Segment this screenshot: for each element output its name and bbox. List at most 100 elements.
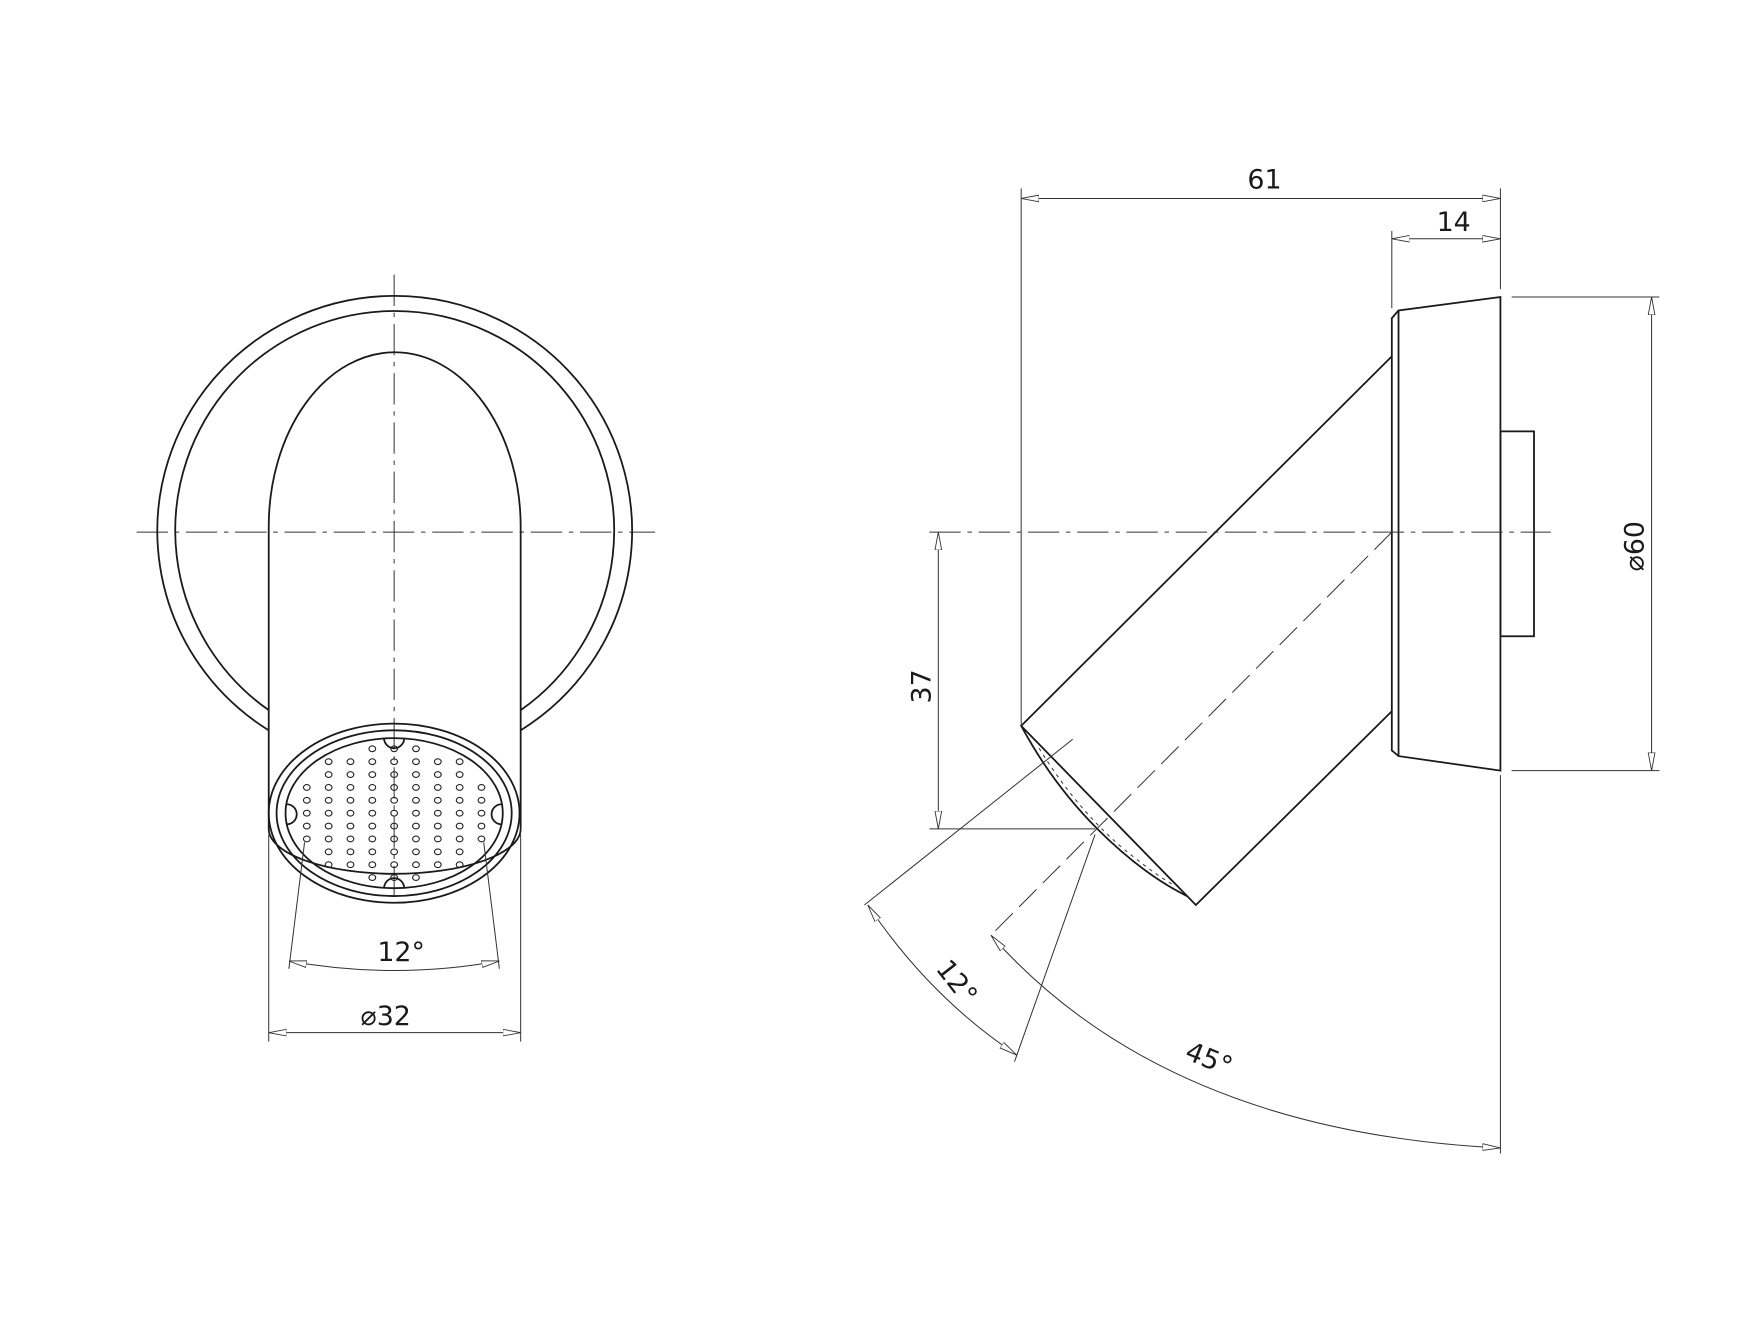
spray-hole [390, 861, 399, 869]
spray-hole [412, 758, 420, 766]
spray-hole [368, 783, 377, 791]
spray-hole [477, 822, 486, 830]
shower-arm-side [1019, 355, 1393, 907]
spray-hole [412, 745, 420, 753]
spray-hole [477, 783, 486, 791]
spray-hole [324, 848, 333, 856]
spray-hole [368, 758, 377, 766]
spray-hole [455, 861, 464, 869]
spray-hole [368, 809, 377, 817]
spray-hole [346, 861, 355, 869]
arm-angle-label: 45° [1181, 1036, 1237, 1083]
spray-hole [433, 861, 442, 869]
spray-hole [390, 848, 399, 856]
spray-hole [455, 758, 464, 766]
spray-hole [455, 796, 464, 804]
spray-hole [368, 771, 377, 779]
spray-hole [477, 796, 486, 804]
spray-hole [412, 874, 420, 882]
spray-hole [346, 809, 355, 817]
spray-hole [324, 861, 333, 869]
spray-hole [390, 822, 399, 830]
spray-hole [455, 783, 464, 791]
spray-hole [324, 796, 333, 804]
spray-hole [455, 771, 464, 779]
arm-axis-line [990, 531, 1393, 936]
nozzle-holes-side [1038, 747, 1174, 886]
spray-hole [368, 874, 377, 882]
spray-hole [390, 874, 399, 882]
spray-hole [412, 848, 420, 856]
spray-hole [368, 861, 377, 869]
spray-hole [477, 835, 486, 843]
spray-hole [390, 796, 399, 804]
flange-diameter-label: ⌀60 [1620, 521, 1651, 571]
spray-hole [390, 783, 399, 791]
spray-hole [412, 835, 420, 843]
spray-hole [368, 745, 377, 753]
spray-hole [477, 809, 486, 817]
front-diameter-label: ⌀32 [361, 1001, 411, 1032]
spray-hole [324, 835, 333, 843]
spray-hole [324, 783, 333, 791]
outlet-drop-label: 37 [906, 669, 937, 703]
spray-hole [324, 758, 333, 766]
spray-hole [412, 861, 420, 869]
spray-hole [346, 796, 355, 804]
spray-hole [412, 771, 420, 779]
spray-hole [433, 822, 442, 830]
spray-hole [433, 796, 442, 804]
spray-hole [433, 783, 442, 791]
spray-hole [412, 809, 420, 817]
spray-hole [455, 835, 464, 843]
spray-hole [368, 796, 377, 804]
mounting-boss [1499, 430, 1535, 638]
spray-hole [412, 783, 420, 791]
spray-hole [302, 835, 311, 843]
wall-flange-outer-ring [156, 294, 633, 732]
spray-hole [390, 835, 399, 843]
spray-hole [390, 809, 399, 817]
side-view: 61 14 ⌀60 37 12° 45° [864, 164, 1660, 1154]
spray-hole [455, 848, 464, 856]
shower-arm [267, 351, 522, 829]
front-spray-angle-label: 12° [377, 937, 425, 968]
spray-hole [412, 822, 420, 830]
spray-hole [324, 822, 333, 830]
side-spray-angle-label: 12° [929, 954, 983, 1011]
spray-hole [390, 771, 399, 779]
spray-hole [346, 848, 355, 856]
spray-hole [346, 835, 355, 843]
spray-hole [433, 848, 442, 856]
spray-hole [302, 783, 311, 791]
flange-depth-label: 14 [1437, 207, 1471, 238]
spray-hole [302, 809, 311, 817]
spray-holes [302, 745, 486, 882]
spray-hole [346, 822, 355, 830]
wall-flange-inner-ring [174, 310, 616, 711]
spray-hole [346, 771, 355, 779]
spray-hole [390, 745, 399, 753]
nozzle-face [267, 722, 522, 904]
spray-hole [433, 809, 442, 817]
arm-angle-dimension [991, 935, 1500, 1148]
overall-depth-label: 61 [1247, 164, 1281, 195]
spray-hole [455, 822, 464, 830]
wall-flange [1390, 295, 1502, 772]
spray-hole [368, 822, 377, 830]
spray-hole [390, 758, 399, 766]
spray-hole [324, 809, 333, 817]
spray-hole [412, 796, 420, 804]
spray-angle-dimension [289, 961, 500, 971]
spray-hole [433, 771, 442, 779]
spray-hole [302, 822, 311, 830]
spray-hole [346, 783, 355, 791]
front-view: 12° ⌀32 [136, 274, 656, 1042]
spray-hole [455, 809, 464, 817]
spray-hole [368, 835, 377, 843]
spray-hole [302, 796, 311, 804]
spray-hole [433, 835, 442, 843]
spray-hole [324, 771, 333, 779]
spray-hole [346, 758, 355, 766]
